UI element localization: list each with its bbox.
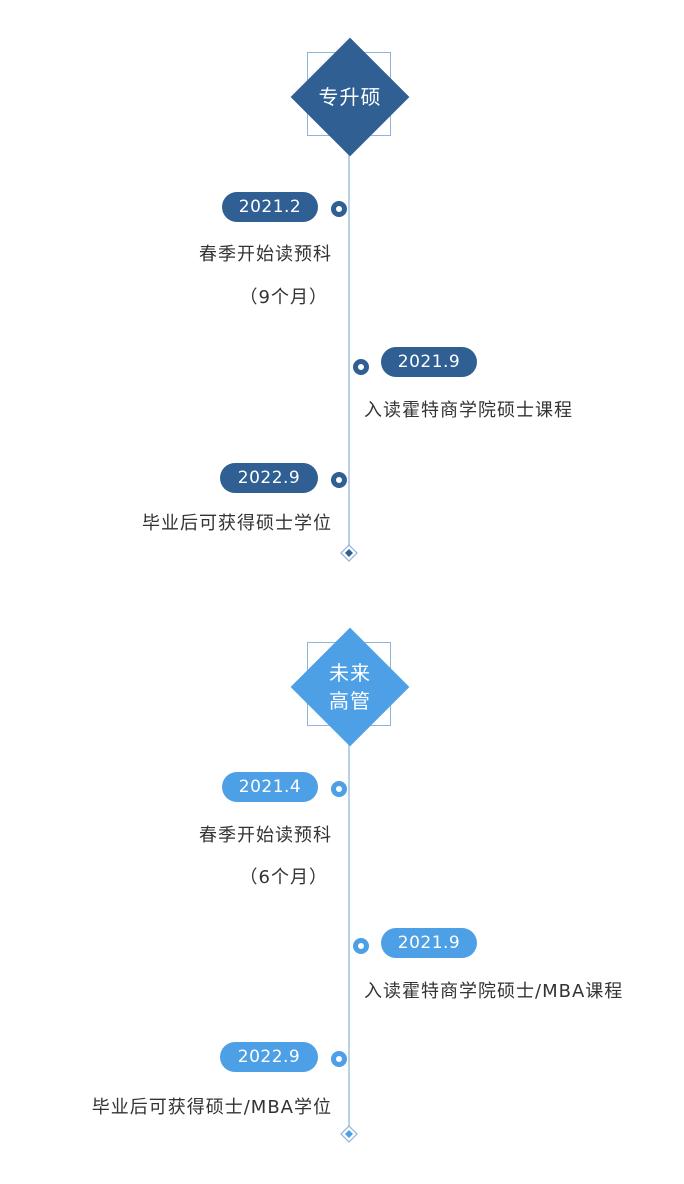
ring-dot-icon (353, 359, 369, 375)
date-pill: 2021.4 (222, 772, 318, 802)
date-pill: 2022.9 (220, 463, 318, 493)
timeline-line (348, 740, 350, 1142)
date-pill: 2021.2 (222, 192, 318, 222)
diamond-end-icon (340, 544, 358, 562)
section-title: 未来 高管 (320, 628, 380, 746)
ring-dot-icon (331, 472, 347, 488)
timeline-section-upgrade: 专升硕 2021.2 春季开始读预科 （9个月） 2021.9 入读霍特商学院硕… (0, 0, 684, 580)
date-pill: 2022.9 (220, 1042, 318, 1072)
ring-dot-icon (331, 201, 347, 217)
section-title-line: 高管 (329, 689, 371, 713)
item-text: 入读霍特商学院硕士/MBA课程 (364, 981, 624, 1002)
diamond-end-icon (340, 1125, 358, 1143)
item-text: 春季开始读预科 (199, 244, 332, 265)
section-title: 专升硕 (318, 85, 382, 109)
item-text: 春季开始读预科 (199, 825, 332, 846)
item-text: 入读霍特商学院硕士课程 (364, 400, 573, 421)
section-header-diamond: 专升硕 (290, 37, 410, 157)
item-text: 毕业后可获得硕士学位 (142, 513, 332, 534)
ring-dot-icon (331, 1051, 347, 1067)
item-text: 毕业后可获得硕士/MBA学位 (91, 1097, 332, 1118)
date-pill: 2021.9 (381, 928, 477, 958)
ring-dot-icon (331, 781, 347, 797)
item-subtext: （9个月） (239, 287, 328, 308)
ring-dot-icon (353, 938, 369, 954)
timeline-section-executive: 未来 高管 2021.4 春季开始读预科 （6个月） 2021.9 入读霍特商学… (0, 590, 684, 1184)
item-subtext: （6个月） (239, 867, 328, 888)
section-title-line: 未来 (329, 661, 371, 685)
section-header-diamond: 未来 高管 (290, 627, 410, 747)
date-pill: 2021.9 (381, 347, 477, 377)
timeline-line (348, 150, 350, 552)
